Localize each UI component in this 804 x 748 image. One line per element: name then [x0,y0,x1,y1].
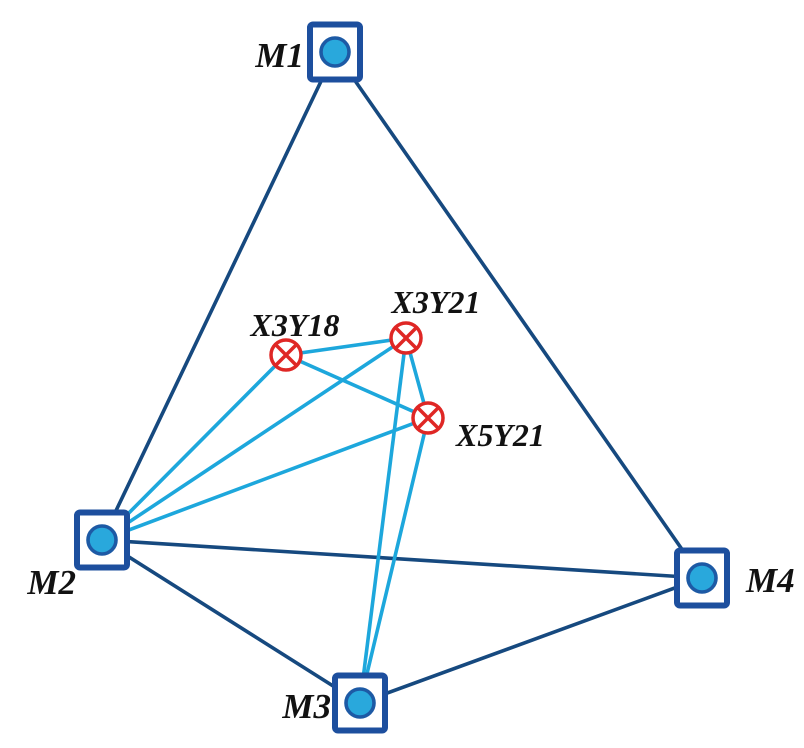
monitored-point-X5Y21 [411,401,445,435]
station-M1 [307,21,363,83]
edge-M3-M4 [358,576,704,705]
backbone-edges-layer [100,50,704,705]
cross-stroke-icon [274,343,298,367]
edge-M2-M4 [100,538,704,580]
edge-M2-X3Y18 [100,353,288,542]
edge-M1-M4 [333,50,704,580]
edge-M2-X5Y21 [100,416,430,542]
station-dot-icon [86,524,118,556]
station-M3 [332,672,388,734]
observation-edges-layer [100,336,430,705]
edge-M2-X3Y21 [100,336,408,542]
edge-M2-M3 [100,538,362,705]
edge-X3Y18-X3Y21 [284,336,408,357]
station-dot-icon [344,687,376,719]
stations-layer [74,21,730,734]
monitored-point-X3Y21 [389,321,423,355]
edge-X5Y21-M3 [358,416,430,705]
cross-stroke-icon [416,406,440,430]
station-label-M2: M2 [26,563,76,602]
point-label-X3Y21: X3Y21 [391,284,481,320]
station-dot-icon [686,562,718,594]
station-label-M1: M1 [254,36,304,75]
point-label-X3Y18: X3Y18 [250,307,340,343]
edge-X3Y21-M3 [358,336,408,705]
station-M2 [74,509,130,571]
station-label-M4: M4 [745,561,795,600]
edge-M1-M2 [100,50,337,542]
station-label-M3: M3 [281,687,331,726]
edge-X3Y18-X5Y21 [284,353,430,420]
monitored-points-layer [269,321,445,435]
station-M4 [674,547,730,609]
point-label-X5Y21: X5Y21 [455,417,545,453]
cross-stroke-icon [394,326,418,350]
monitored-point-X3Y18 [269,338,303,372]
station-dot-icon [319,36,351,68]
